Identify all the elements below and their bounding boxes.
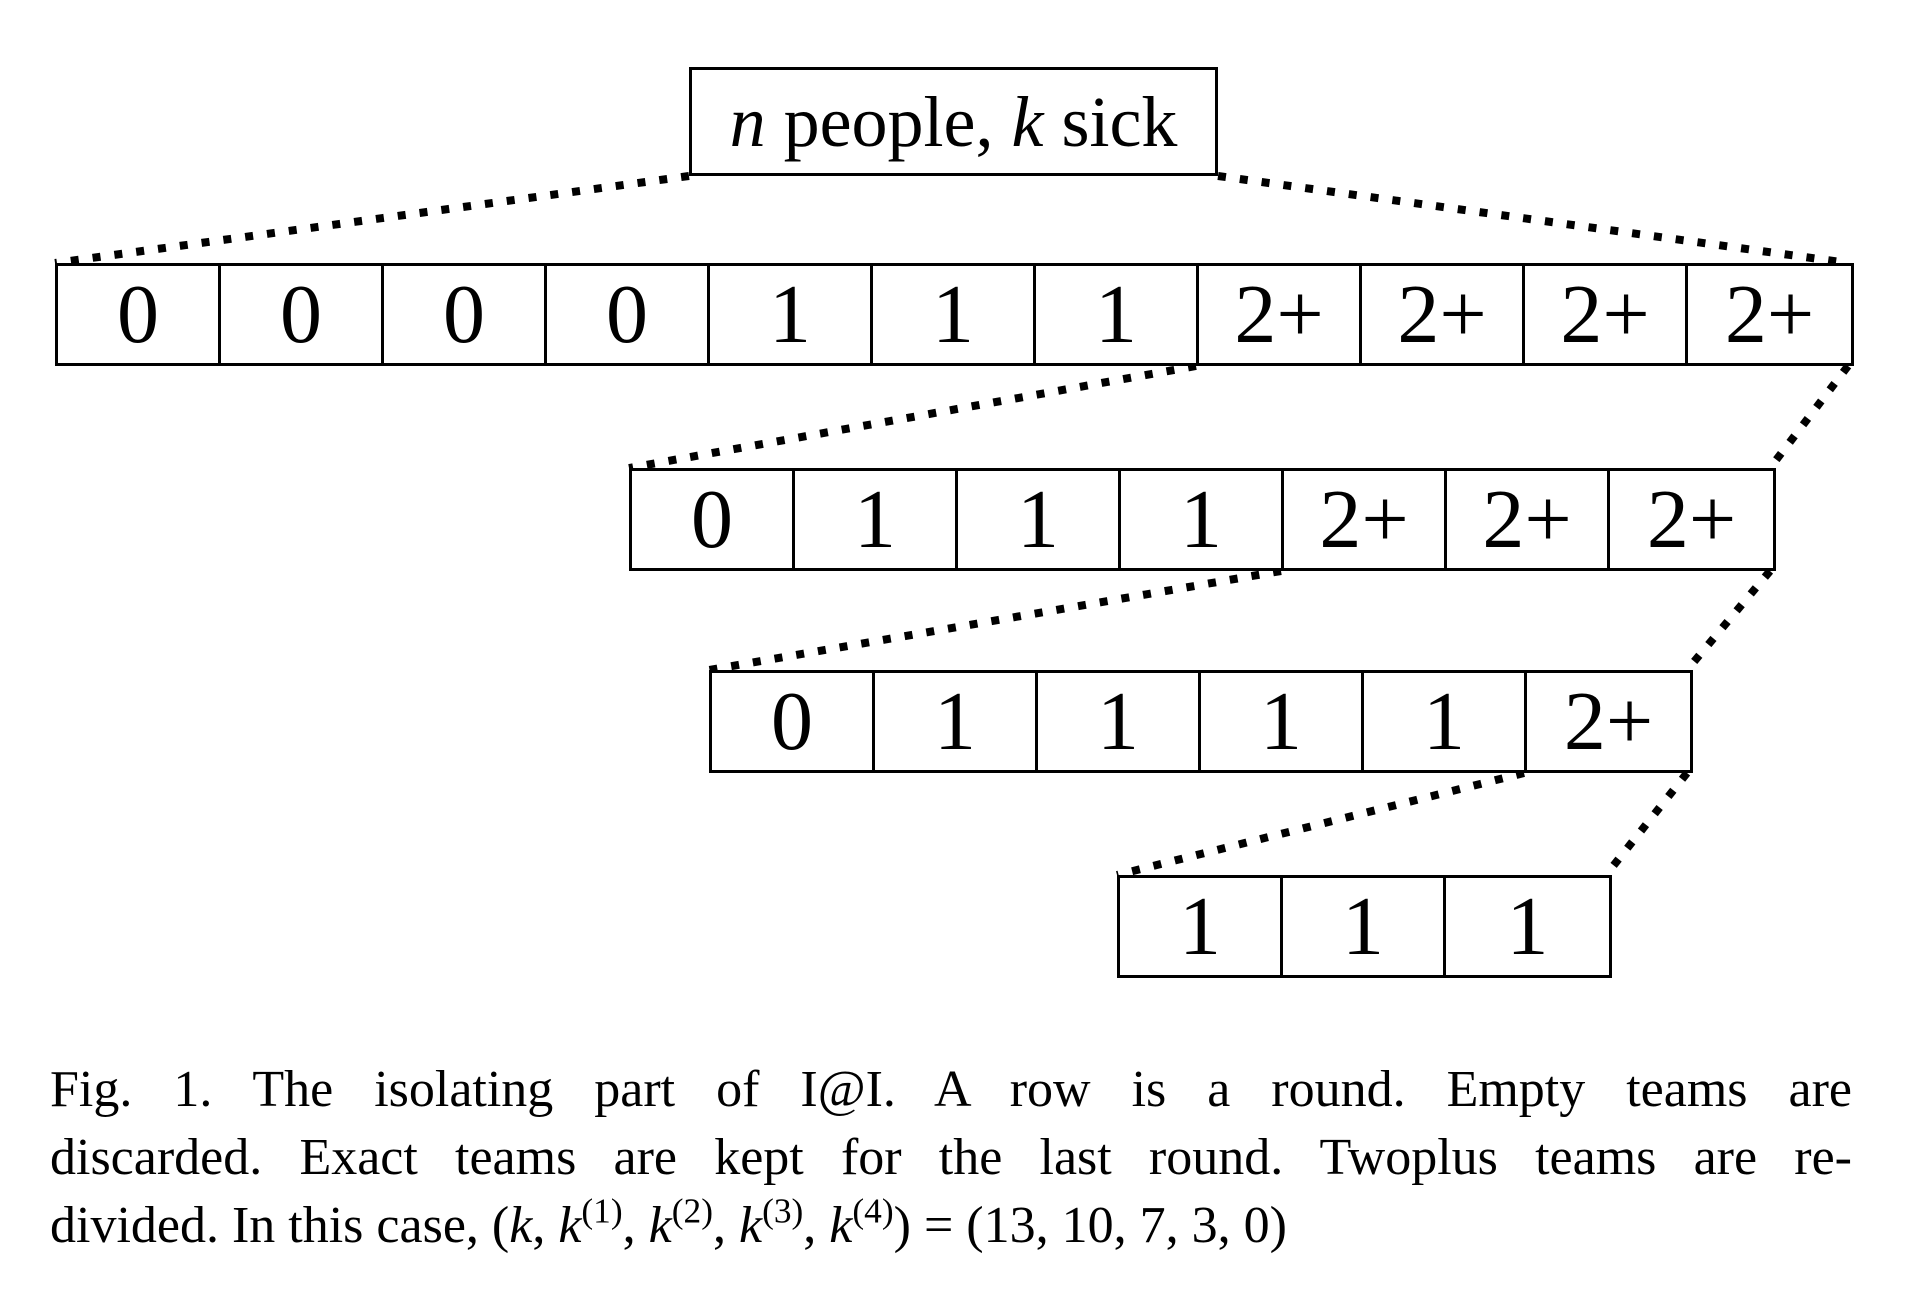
dotted-connector bbox=[1217, 172, 1849, 267]
dotted-connector bbox=[628, 362, 1197, 472]
root-node: n people, k sick bbox=[689, 67, 1218, 176]
team-cell: 1 bbox=[710, 266, 873, 363]
dotted-connector bbox=[1683, 568, 1774, 673]
root-label-segment: k bbox=[1011, 81, 1044, 162]
dotted-connector bbox=[1116, 769, 1525, 879]
math-superscript: (4) bbox=[852, 1190, 894, 1231]
team-cell: 0 bbox=[58, 266, 221, 363]
team-cell: 0 bbox=[712, 673, 875, 770]
math-variable: k bbox=[738, 1197, 763, 1254]
figure-caption: Fig. 1. The isolating part of I@I. A row … bbox=[50, 1056, 1852, 1260]
caption-line-1-text: The isolating part of I@I. A row is a ro… bbox=[252, 1061, 1852, 1118]
team-cell: 2+ bbox=[1525, 266, 1688, 363]
team-cell: 0 bbox=[384, 266, 547, 363]
team-cell: 2+ bbox=[1724, 267, 1815, 361]
team-cell: 1 bbox=[1506, 879, 1549, 973]
math-superscript: (1) bbox=[581, 1190, 623, 1231]
team-cell: 1 bbox=[958, 471, 1121, 568]
team-cell: 2+ bbox=[1199, 266, 1362, 363]
team-cell: 1 bbox=[1038, 673, 1201, 770]
team-cell: 1 bbox=[795, 471, 958, 568]
dotted-connector bbox=[54, 172, 690, 267]
caption-line-2: discarded. Exact teams are kept for the … bbox=[50, 1129, 1852, 1186]
dotted-connector bbox=[1602, 770, 1691, 878]
caption-text-segment: ) = (13, 10, 7, 3, 0) bbox=[893, 1197, 1287, 1254]
team-cell: 1 bbox=[1121, 471, 1284, 568]
team-cell: 2+ bbox=[1284, 471, 1447, 568]
dotted-connector bbox=[708, 567, 1282, 674]
team-cell: 1 bbox=[1120, 878, 1283, 975]
root-label-segment: sick bbox=[1043, 81, 1178, 162]
caption-text-segment: , bbox=[532, 1197, 559, 1254]
team-cell: 0 bbox=[547, 266, 710, 363]
team-cell: 2+ bbox=[1447, 471, 1610, 568]
caption-text-segment: divided. In this case, ( bbox=[50, 1197, 510, 1254]
team-cell: 1 bbox=[1364, 673, 1527, 770]
team-cell: 2+ bbox=[1362, 266, 1525, 363]
math-superscript: (3) bbox=[762, 1190, 804, 1231]
figure-number-label: Fig. 1. bbox=[50, 1061, 213, 1118]
team-cell: 1 bbox=[1283, 878, 1446, 975]
team-cell: 0 bbox=[632, 471, 795, 568]
team-cell: 1 bbox=[873, 266, 1036, 363]
caption-text-segment: , bbox=[622, 1197, 649, 1254]
math-variable: k bbox=[648, 1197, 672, 1254]
caption-line-3: divided. In this case, (k, k(1), k(2), k… bbox=[50, 1192, 1852, 1260]
team-cell: 1 bbox=[1036, 266, 1199, 363]
team-cell: 2+ bbox=[1563, 674, 1654, 768]
root-label-segment: n bbox=[729, 81, 766, 162]
math-variable: k bbox=[558, 1197, 582, 1254]
math-variable: k bbox=[829, 1197, 853, 1254]
caption-line-1: Fig. 1. The isolating part of I@I. A row … bbox=[50, 1056, 1852, 1124]
team-cell: 2+ bbox=[1646, 472, 1737, 566]
team-cell: 1 bbox=[1201, 673, 1364, 770]
math-superscript: (2) bbox=[671, 1190, 713, 1231]
caption-text-segment: , bbox=[803, 1197, 830, 1254]
team-cell: 0 bbox=[221, 266, 384, 363]
team-cell: 1 bbox=[875, 673, 1038, 770]
caption-text-segment: , bbox=[712, 1197, 739, 1254]
dotted-connector bbox=[1766, 363, 1852, 471]
root-label-segment: people, bbox=[765, 81, 1012, 162]
math-variable: k bbox=[509, 1197, 533, 1254]
